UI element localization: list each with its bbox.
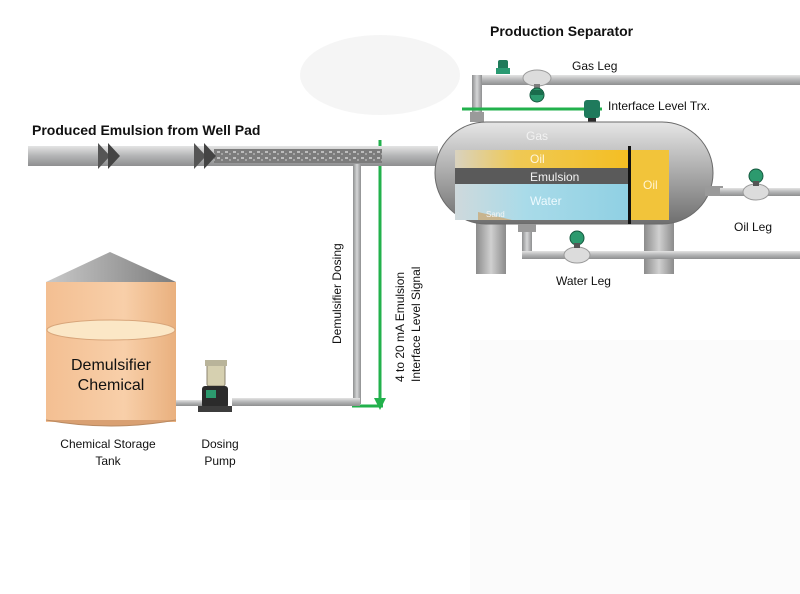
pump-label-line1: Dosing: [201, 437, 238, 451]
production-separator-vessel: [434, 121, 714, 274]
oil-flowmeter-icon: [742, 168, 770, 201]
gas-flowmeter-icon: [522, 69, 552, 90]
signal-label-line1: 4 to 20 mA Emulsion: [393, 272, 407, 382]
gas-leg-label: Gas Leg: [572, 59, 617, 73]
tank-label-line2: Tank: [95, 454, 121, 468]
interface-trx-label: Interface Level Trx.: [608, 99, 710, 113]
vessel-emulsion-label: Emulsion: [530, 170, 579, 184]
page-title: Production Separator: [490, 23, 634, 39]
inlet-pipe: [28, 143, 438, 169]
vessel-gas-label: Gas: [526, 129, 548, 143]
vessel-oil-label: Oil: [530, 152, 545, 166]
pump-label-line2: Pump: [204, 454, 236, 468]
tank-label-line1: Chemical Storage: [60, 437, 156, 451]
water-leg-pipe: [518, 224, 800, 259]
background-shading: [270, 35, 800, 594]
dosing-line-label: Demulsifier Dosing: [330, 243, 344, 344]
oil-leg-label: Oil Leg: [734, 220, 772, 234]
chemical-storage-tank: [45, 252, 177, 427]
dosing-pump-icon: [198, 360, 232, 412]
tank-contents-line2: Chemical: [78, 377, 145, 394]
dosing-pipe: [175, 164, 361, 406]
water-flowmeter-icon: [563, 230, 591, 264]
tank-contents-line1: Demulsifier: [71, 357, 152, 374]
vessel-water-label: Water: [530, 194, 562, 208]
vessel-oil-bucket-label: Oil: [643, 178, 658, 192]
gas-transmitter-icon: [496, 60, 510, 74]
water-leg-label: Water Leg: [556, 274, 611, 288]
gas-leg-pipe: [470, 75, 800, 122]
vessel-sand-label: Sand: [486, 210, 505, 219]
gas-valve-icon: [529, 87, 545, 103]
inlet-label: Produced Emulsion from Well Pad: [32, 122, 260, 138]
signal-label-line2: Interface Level Signal: [409, 267, 423, 382]
